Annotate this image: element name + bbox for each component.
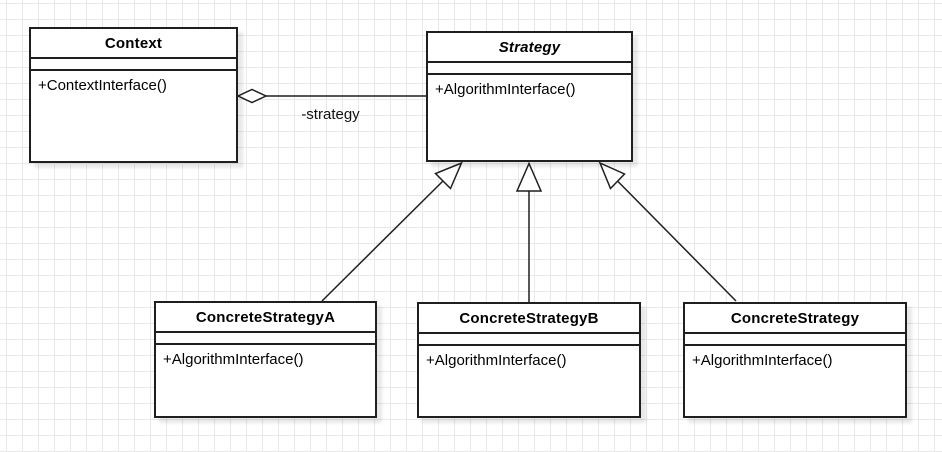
class-attributes-concretestrategyb	[419, 334, 639, 346]
uml-class-context[interactable]: Context +ContextInterface()	[29, 27, 238, 163]
edge-generalization-concretestrategya[interactable]	[321, 161, 463, 302]
uml-class-concretestrategyb[interactable]: ConcreteStrategyB +AlgorithmInterface()	[417, 302, 641, 418]
aggregation-edge-label[interactable]: -strategy	[301, 106, 360, 123]
class-method-contextinterface: +ContextInterface()	[38, 77, 167, 94]
class-title-context: Context	[31, 29, 236, 59]
edge-aggregation-context-strategy[interactable]	[236, 88, 426, 104]
class-method-algorithminterface: +AlgorithmInterface()	[692, 352, 833, 369]
class-attributes-context	[31, 59, 236, 71]
generalization-triangle-icon	[598, 161, 626, 190]
edge-generalization-concretestrategyb[interactable]	[515, 161, 543, 303]
aggregation-diamond-icon	[236, 88, 268, 104]
uml-class-strategy[interactable]: Strategy +AlgorithmInterface()	[426, 31, 633, 162]
class-title-strategy: Strategy	[428, 33, 631, 63]
class-title-concretestrategya: ConcreteStrategyA	[156, 303, 375, 333]
class-method-algorithminterface: +AlgorithmInterface()	[426, 352, 567, 369]
generalization-triangle-icon	[434, 161, 463, 190]
class-attributes-strategy	[428, 63, 631, 75]
edge-generalization-concretestrategy[interactable]	[598, 161, 737, 302]
generalization-triangle-icon	[515, 161, 543, 192]
class-title-concretestrategy: ConcreteStrategy	[685, 304, 905, 334]
class-method-algorithminterface: +AlgorithmInterface()	[435, 81, 576, 98]
class-method-algorithminterface: +AlgorithmInterface()	[163, 351, 304, 368]
class-title-concretestrategyb: ConcreteStrategyB	[419, 304, 639, 334]
class-attributes-concretestrategy	[685, 334, 905, 346]
uml-class-concretestrategy[interactable]: ConcreteStrategy +AlgorithmInterface()	[683, 302, 907, 418]
uml-class-concretestrategya[interactable]: ConcreteStrategyA +AlgorithmInterface()	[154, 301, 377, 418]
class-attributes-concretestrategya	[156, 333, 375, 345]
